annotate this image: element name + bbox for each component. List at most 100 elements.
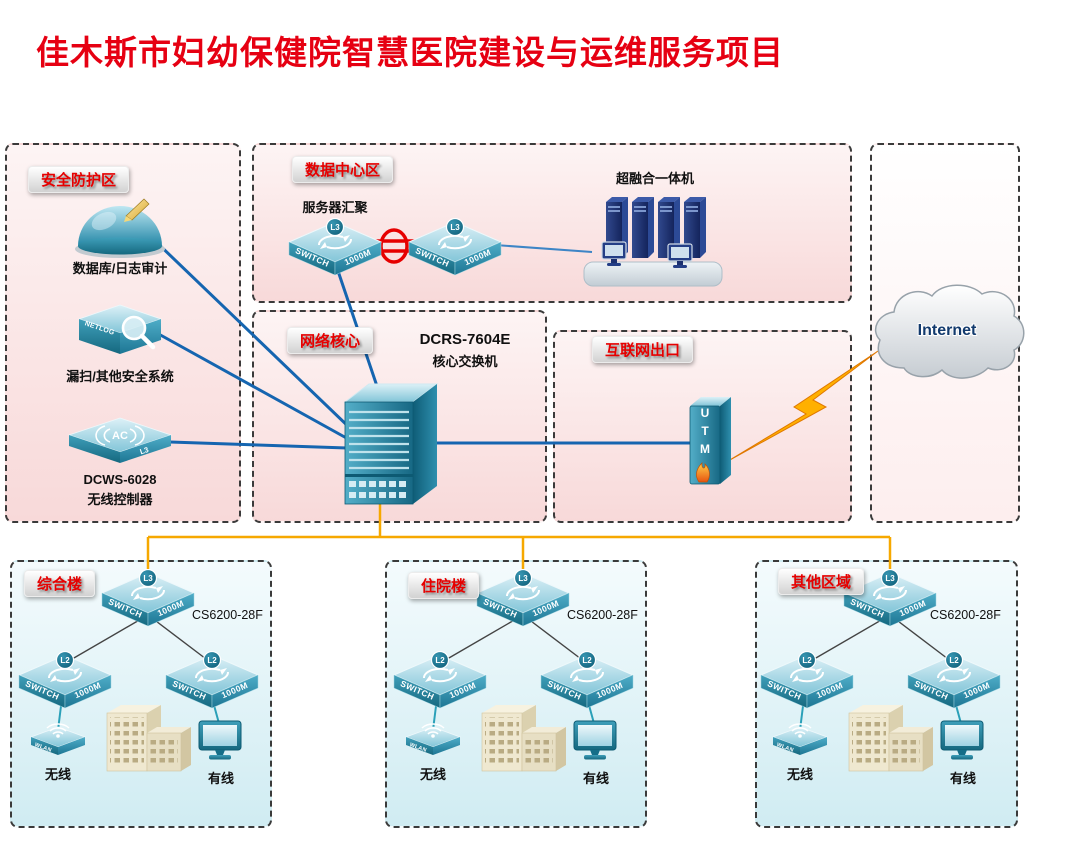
- building-3-wired-label: 有线: [949, 771, 976, 786]
- internet-cloud-icon: [868, 278, 1026, 388]
- circular-arrows-icon: [506, 585, 540, 601]
- circular-arrows-icon: [570, 667, 604, 683]
- building-3-l3-switch: SWITCH 1000M L3: [840, 569, 940, 627]
- diagram-title: 佳木斯市妇幼保健院智慧医院建设与运维服务项目: [36, 34, 784, 71]
- building-3-icon: [837, 693, 937, 773]
- audit-device: [70, 196, 170, 260]
- building-1-l2-switch-left: SWITCH 1000M L2: [15, 651, 115, 709]
- hci-label: 超融合一体机: [615, 171, 694, 186]
- circular-arrows-icon: [790, 667, 824, 683]
- pc-monitor-icon: [573, 720, 617, 760]
- utm-label: UTM: [698, 406, 712, 460]
- switch-3d-icon: SWITCH 1000M L2: [17, 651, 113, 709]
- building-1-l3-switch: SWITCH 1000M L3: [98, 569, 198, 627]
- building-3-l2-switch-left: SWITCH 1000M L2: [757, 651, 857, 709]
- switch-3d-icon: SWITCH 1000M L3: [287, 218, 383, 276]
- zone-label-security: 安全防护区: [28, 166, 130, 193]
- circular-arrows-icon: [195, 667, 229, 683]
- circular-arrows-icon: [873, 585, 907, 601]
- layer-badge-label: L2: [435, 656, 445, 665]
- wlan-label: WLAN: [34, 742, 53, 754]
- building-1-wired-label: 有线: [207, 771, 234, 786]
- building-2-l3-switch: SWITCH 1000M L3: [473, 569, 573, 627]
- internet-label: Internet: [917, 322, 977, 339]
- building-2-switch-model: CS6200-28F: [567, 608, 638, 622]
- server-towers: [606, 197, 706, 258]
- layer-badge-label: L2: [582, 656, 592, 665]
- wlan-ap-icon: WLAN: [29, 723, 87, 755]
- building-1-wireless-label: 无线: [44, 767, 71, 782]
- wlan-label: WLAN: [409, 742, 428, 754]
- layer-badge-label: L3: [143, 574, 153, 583]
- building-1-pc: [198, 720, 244, 762]
- layer-badge-label: L2: [207, 656, 217, 665]
- core-name-label: 核心交换机: [432, 354, 498, 369]
- core-switch-device: [335, 372, 445, 507]
- layer-badge: [445, 218, 465, 237]
- switch-3d-icon: SWITCH 1000M L2: [759, 651, 855, 709]
- layer-badge-label: L2: [949, 656, 959, 665]
- dc-switch-right: SWITCH 1000M L3: [405, 218, 505, 276]
- circular-arrows-icon: [131, 585, 165, 601]
- building-1-wlan-ap: WLAN: [27, 718, 89, 760]
- building-3-l2-switch-right: SWITCH 1000M L2: [904, 651, 1004, 709]
- building-2-wireless-label: 无线: [419, 767, 446, 782]
- building-3-wireless-label: 无线: [786, 767, 813, 782]
- dc-switch-left: SWITCH 1000M L3: [285, 218, 385, 276]
- switch-3d-icon: SWITCH 1000M L3: [100, 569, 196, 627]
- layer-badge-label: L3: [450, 223, 460, 232]
- circular-arrows-icon: [937, 667, 971, 683]
- building-2-wlan-ap: WLAN: [402, 718, 464, 760]
- netlog-scanner-device: NETLOG: [75, 300, 165, 362]
- wlan-label: WLAN: [776, 742, 795, 754]
- pc-monitor-icon: [940, 720, 984, 760]
- building-1-switch-model: CS6200-28F: [192, 608, 263, 622]
- hci-appliance: [578, 190, 728, 290]
- building-icon: [106, 705, 191, 772]
- building-2-pc: [573, 720, 619, 762]
- server-aggregation-label: 服务器汇聚: [302, 200, 368, 215]
- flame-icon: [696, 461, 710, 483]
- switch-3d-icon: SWITCH 1000M L2: [539, 651, 635, 709]
- building-2-l2-switch-right: SWITCH 1000M L2: [537, 651, 637, 709]
- layer-badge-label: L3: [330, 223, 340, 232]
- layer-badge-label: L3: [518, 574, 528, 583]
- zone-label-core: 网络核心: [287, 327, 374, 354]
- building-1-l2-switch-right: SWITCH 1000M L2: [162, 651, 262, 709]
- zone-label-datacenter: 数据中心区: [292, 156, 394, 183]
- audit-label: 数据库/日志审计: [72, 261, 168, 276]
- building-2-icon: [470, 693, 570, 773]
- switch-3d-icon: SWITCH 1000M L2: [906, 651, 1002, 709]
- chassis-slots: [349, 410, 409, 470]
- hci-monitor-icons: [601, 241, 693, 268]
- ac-label: AC: [112, 430, 128, 442]
- wlan-ap-icon: WLAN: [404, 723, 462, 755]
- switch-3d-icon: SWITCH 1000M L2: [164, 651, 260, 709]
- wlan-ap-icon: WLAN: [771, 723, 829, 755]
- zone-label-internet-exit: 互联网出口: [592, 336, 694, 363]
- building-icon: [481, 705, 566, 772]
- building-3-pc: [940, 720, 986, 762]
- circular-arrows-icon: [48, 667, 82, 683]
- ac-l3-label: L3: [139, 445, 150, 456]
- building-1-icon: [95, 693, 195, 773]
- radio-waves-icon: [95, 425, 145, 446]
- controller-model-label: DCWS-6028: [83, 472, 157, 487]
- controller-name-label: 无线控制器: [87, 492, 153, 507]
- building-2-wired-label: 有线: [582, 771, 609, 786]
- zone-label-building-1: 综合楼: [24, 570, 96, 597]
- wireless-controller-device: AC L3: [65, 415, 175, 467]
- layer-badge-label: L3: [885, 574, 895, 583]
- zone-label-building-2: 住院楼: [408, 572, 480, 599]
- building-icon: [848, 705, 933, 772]
- switch-3d-icon: SWITCH 1000M L3: [407, 218, 503, 276]
- circular-arrows-icon: [438, 234, 472, 250]
- switch-3d-icon: SWITCH 1000M L3: [842, 569, 938, 627]
- building-3-switch-model: CS6200-28F: [930, 608, 1001, 622]
- pc-monitor-icon: [198, 720, 242, 760]
- circular-arrows-icon: [423, 667, 457, 683]
- layer-badge-label: L2: [802, 656, 812, 665]
- chassis-ports: [349, 481, 406, 498]
- building-3-wlan-ap: WLAN: [769, 718, 831, 760]
